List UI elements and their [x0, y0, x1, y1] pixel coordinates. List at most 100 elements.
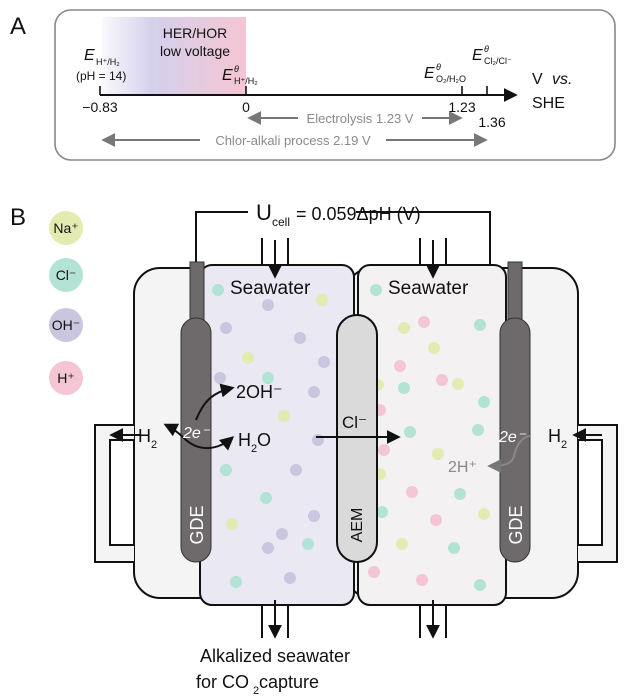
ion-particle — [294, 332, 306, 344]
ion-particle — [220, 322, 232, 334]
legend-h-swatch — [49, 361, 83, 395]
gde-left-label: GDE — [187, 505, 207, 544]
e-cl-sub: Cl₂/Cl⁻ — [484, 56, 512, 66]
ion-particle — [276, 528, 288, 540]
ion-particle — [316, 294, 328, 306]
tick-136-label: 1.36 — [478, 114, 505, 130]
axis-unit-vs: vs. — [552, 71, 572, 88]
ion-particle — [312, 434, 324, 446]
h2-right-main: H — [548, 426, 561, 446]
outlet-caption-line1: Alkalized seawater — [200, 646, 350, 666]
right-outlet-pipe — [419, 605, 447, 638]
e-mid-main: E — [222, 67, 233, 84]
electrons-right-label: 2e⁻ — [498, 429, 527, 446]
ion-particle — [260, 492, 272, 504]
ion-particle — [226, 518, 238, 530]
her-hor-window — [102, 17, 246, 95]
ion-particle — [308, 510, 320, 522]
h2-left-sub: 2 — [151, 439, 157, 451]
right-chamber-ions — [368, 284, 490, 591]
e-o2-main: E — [424, 65, 435, 82]
h2-left-main: H — [138, 426, 151, 446]
ion-particle — [368, 566, 380, 578]
electrolysis-label-bg — [298, 110, 422, 126]
h2o-tail: O — [257, 430, 271, 450]
ion-particle — [418, 316, 430, 328]
cl-ion-label: Cl⁻ — [342, 413, 367, 432]
e-mid-sup: θ — [234, 64, 239, 74]
external-circuit-wire — [195, 211, 491, 265]
outlet-caption-sub: 2 — [253, 685, 259, 697]
ion-particle — [432, 448, 444, 460]
ion-particle — [454, 488, 466, 500]
h-plus-product-label: 2H⁺ — [448, 459, 477, 476]
seawater-left-label: Seawater — [230, 278, 311, 299]
water-reduction-arrow — [163, 423, 235, 451]
gde-right-label: GDE — [506, 505, 526, 544]
ion-particle — [474, 579, 486, 591]
e-left-main: E — [84, 47, 95, 64]
ion-particle — [398, 382, 410, 394]
legend-na-swatch — [49, 211, 83, 245]
hydrogen-oxidation-arrow — [487, 435, 531, 473]
tick-0-label: 0 — [242, 99, 250, 115]
legend-h-label: H⁺ — [57, 370, 75, 386]
ion-particle — [416, 574, 428, 586]
left-electrode-stem — [189, 261, 205, 325]
left-gas-channel-inner — [109, 439, 135, 546]
her-hor-subtitle: low voltage — [160, 43, 230, 59]
tick-123-label: 1.23 — [448, 99, 475, 115]
legend-oh-swatch — [49, 308, 83, 342]
panel-b-label: B — [10, 204, 26, 231]
e-left-sub: H⁺/H₂ — [96, 57, 120, 67]
ion-particle — [220, 464, 232, 476]
ion-particle — [242, 352, 254, 364]
ion-particle — [396, 538, 408, 550]
ion-particle — [472, 424, 484, 436]
chloralkali-label: Chlor-alkali process 2.19 V — [215, 133, 371, 148]
outlet-caption-post: capture — [259, 672, 319, 692]
ion-particle — [262, 372, 274, 384]
right-gas-diffusion-electrode — [499, 317, 531, 563]
right-inlet-pipe — [419, 238, 447, 265]
ion-particle — [212, 284, 224, 296]
e-o2-sup: θ — [436, 62, 441, 72]
left-chamber-ions — [212, 284, 330, 588]
ion-particle — [262, 542, 274, 554]
cl-label-bg — [338, 412, 374, 430]
ion-particle — [478, 508, 490, 520]
ion-particle — [376, 506, 388, 518]
ion-particle — [404, 426, 416, 438]
axis-unit-v: V — [532, 71, 543, 88]
ion-particle — [318, 356, 330, 368]
h2o-sub: 2 — [251, 443, 257, 455]
ucell-sub: cell — [272, 215, 290, 229]
ion-particle — [406, 486, 418, 498]
e-left-ph: (pH = 14) — [76, 69, 126, 83]
electrolysis-label: Electrolysis 1.23 V — [307, 111, 414, 126]
oh-product-label: 2OH⁻ — [236, 382, 283, 402]
right-electrode-stem — [507, 261, 523, 325]
ion-particle — [370, 284, 382, 296]
left-chamber — [199, 264, 355, 606]
ion-particle — [474, 319, 486, 331]
ion-particle — [398, 322, 410, 334]
ion-particle — [284, 572, 296, 584]
ion-particle — [290, 464, 302, 476]
ion-particle — [478, 396, 490, 408]
tick-neg083-label: −0.83 — [82, 99, 118, 115]
ion-particle — [452, 378, 464, 390]
e-o2-sub: O₂/H₂O — [436, 74, 466, 84]
her-hor-title: HER/HOR — [163, 25, 228, 41]
left-outlet-pipe — [261, 605, 289, 638]
right-chamber — [357, 264, 507, 606]
ion-particle — [278, 410, 290, 422]
e-mid-sub: H⁺/H₂ — [234, 76, 258, 86]
panel-a-label: A — [10, 13, 26, 40]
e-cl-sup: θ — [484, 44, 489, 54]
ion-particle — [430, 514, 442, 526]
ion-particle — [262, 299, 274, 311]
seawater-right-label: Seawater — [388, 278, 469, 299]
ion-particle — [448, 542, 460, 554]
